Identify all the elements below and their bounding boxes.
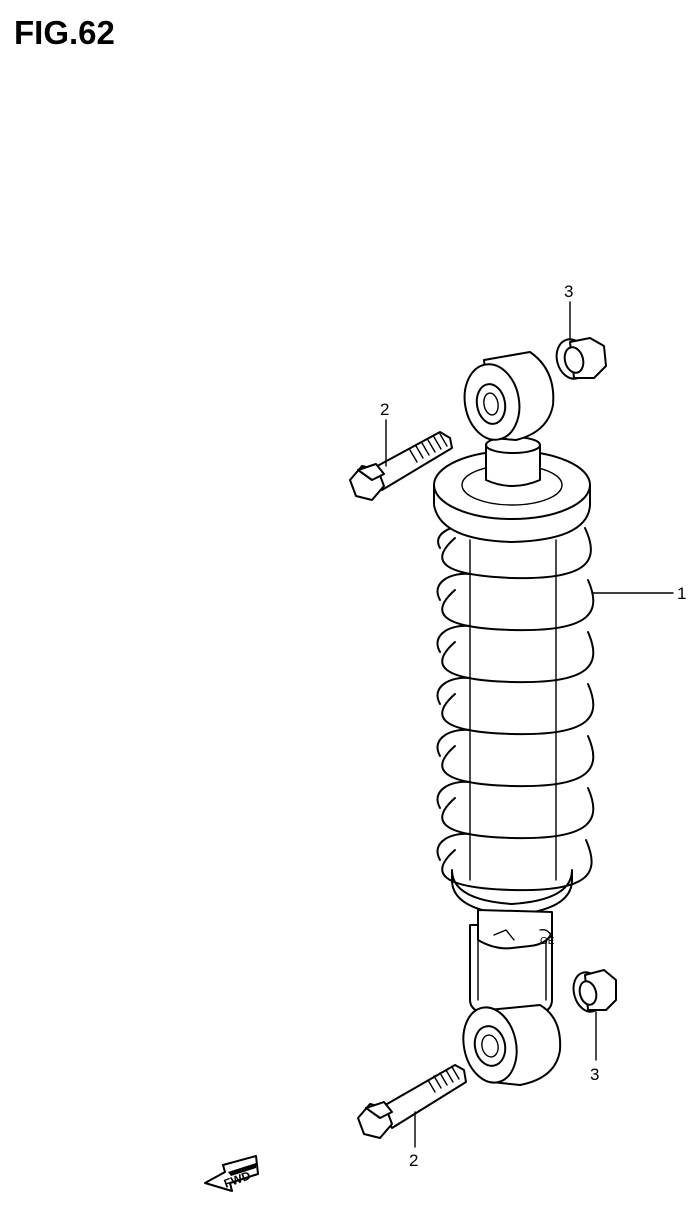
coil-spring xyxy=(436,520,595,892)
upper-nut[interactable] xyxy=(552,336,607,382)
svg-text:GE: GE xyxy=(540,936,555,947)
callout-shock: 1 xyxy=(677,584,686,603)
lower-bolt[interactable] xyxy=(357,1064,467,1139)
callout-bolt-upper: 2 xyxy=(380,400,389,419)
upper-collar xyxy=(485,436,541,487)
callout-bolt-lower: 2 xyxy=(409,1151,418,1170)
leader-lines xyxy=(385,301,674,1148)
rear-shock-absorber[interactable]: GE xyxy=(433,351,595,1088)
callout-nut-upper: 3 xyxy=(564,282,573,301)
figure-title: FIG.62 xyxy=(14,14,115,51)
forward-direction-arrow: FWD xyxy=(204,1155,259,1192)
upper-mount-eye xyxy=(463,351,555,441)
callout-nut-lower: 3 xyxy=(590,1065,599,1084)
lower-spring-seat: GE xyxy=(451,869,573,950)
upper-bolt[interactable] xyxy=(349,431,453,501)
lower-nut[interactable] xyxy=(569,969,617,1015)
lower-mount-eye xyxy=(462,1004,562,1086)
